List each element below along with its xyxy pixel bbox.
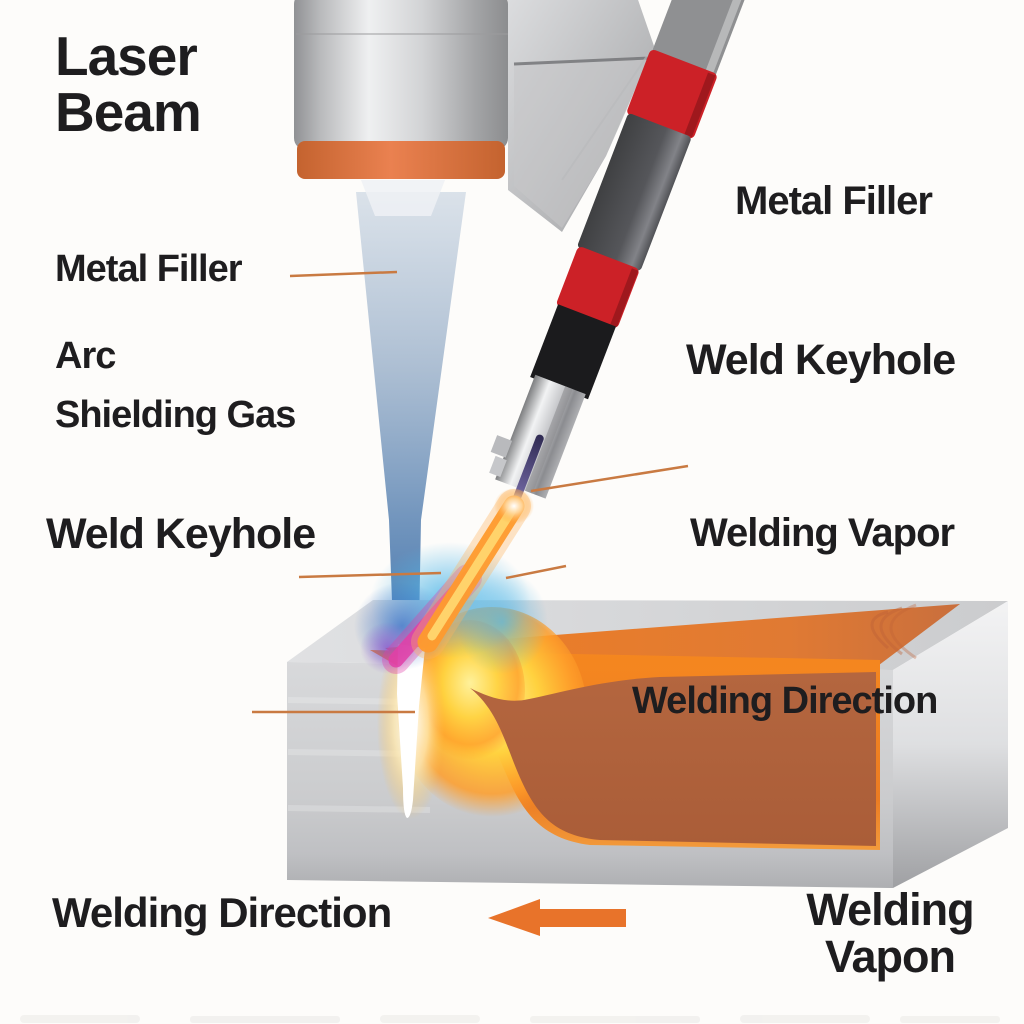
label-weld-keyhole-right: Weld Keyhole (686, 336, 956, 384)
torch-body-dark (577, 113, 691, 271)
welding-torch (489, 0, 756, 514)
workpiece-block (287, 600, 1008, 888)
label-welding-vapor: Welding Vapor (690, 511, 955, 555)
arc-core (427, 505, 517, 641)
torch-body-black (530, 304, 616, 400)
weld-keyhole-slot (397, 644, 425, 818)
label-weld-keyhole-left: Weld Keyhole (46, 510, 316, 558)
leader-welding-vapor (530, 464, 689, 493)
arc-and-plume (354, 488, 548, 674)
weld-pool-cross-section (470, 672, 876, 846)
label-welding-direction-bottom: Welding Direction (52, 889, 392, 936)
label-arc: Arc (55, 335, 116, 377)
label-metal-filler-left: Metal Filler (55, 248, 242, 290)
torch-mount (508, 0, 655, 232)
leader-lines (252, 270, 689, 714)
direction-arrow (488, 899, 626, 936)
label-laser-beam: Laser Beam (55, 25, 202, 143)
leader-vapor-short (505, 564, 567, 580)
label-welding-vapon: Welding Vapon (806, 884, 974, 982)
leader-metal-filler-left (289, 270, 398, 278)
leader-weld-keyhole-left (298, 571, 442, 579)
torch-body-grey (651, 0, 756, 78)
laser-head-orange-band (297, 141, 505, 179)
workpiece-right-face (893, 601, 1008, 888)
label-metal-filler-right: Metal Filler (735, 179, 933, 223)
bottom-artifact-strip (20, 1015, 1000, 1023)
label-shielding-gas: Shielding Gas (55, 394, 296, 436)
arc-tip-glow (494, 488, 534, 524)
label-welding-direction-on-block: Welding Direction (632, 680, 938, 722)
laser-head (294, 0, 508, 216)
laser-nozzle-exit (361, 180, 445, 216)
laser-beam-cone (356, 192, 466, 628)
